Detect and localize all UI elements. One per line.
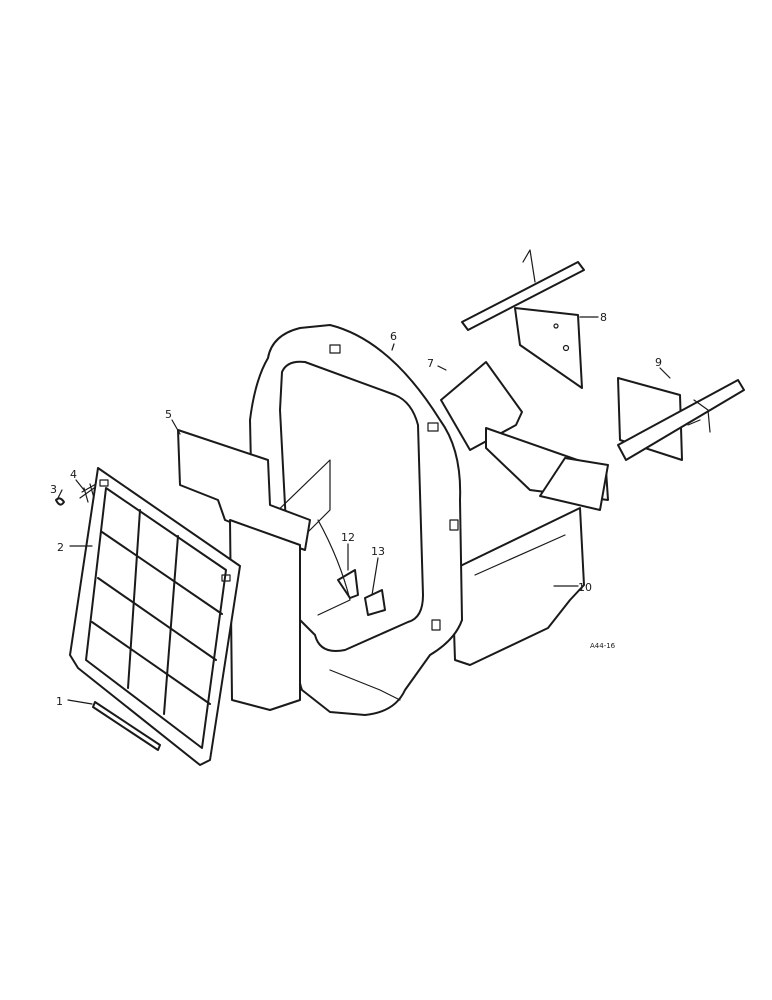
leader-lines [57, 316, 671, 705]
emblem-strip-part-1 [92, 701, 161, 751]
fastener-part-3 [55, 497, 65, 506]
drawing-code: A44-16 [590, 642, 616, 650]
callout-2: 2 [57, 541, 64, 554]
mounting-bracket-part-7 [440, 361, 609, 511]
callout-labels: 1 2 3 4 5 6 7 8 9 10 12 13 A44-16 [50, 311, 662, 708]
bracket-part-12 [337, 569, 359, 599]
baffle-plate-part-5 [177, 429, 311, 711]
callout-1: 1 [56, 695, 63, 708]
callout-5: 5 [165, 408, 172, 421]
callout-4: 4 [70, 468, 77, 481]
bracket-part-13 [364, 589, 386, 616]
callout-10: 10 [578, 581, 592, 594]
callout-9: 9 [655, 356, 662, 369]
upper-bracket-part-8 [461, 249, 585, 389]
callout-6: 6 [390, 330, 397, 343]
callout-8: 8 [600, 311, 607, 324]
callout-12: 12 [341, 531, 355, 544]
grille-part-2 [69, 467, 241, 766]
callout-3: 3 [50, 483, 57, 496]
spring-part-4 [79, 483, 97, 503]
side-panel-part-10 [451, 507, 585, 666]
right-bracket-part-9 [617, 377, 745, 461]
callout-13: 13 [371, 545, 385, 558]
callout-7: 7 [427, 357, 434, 370]
